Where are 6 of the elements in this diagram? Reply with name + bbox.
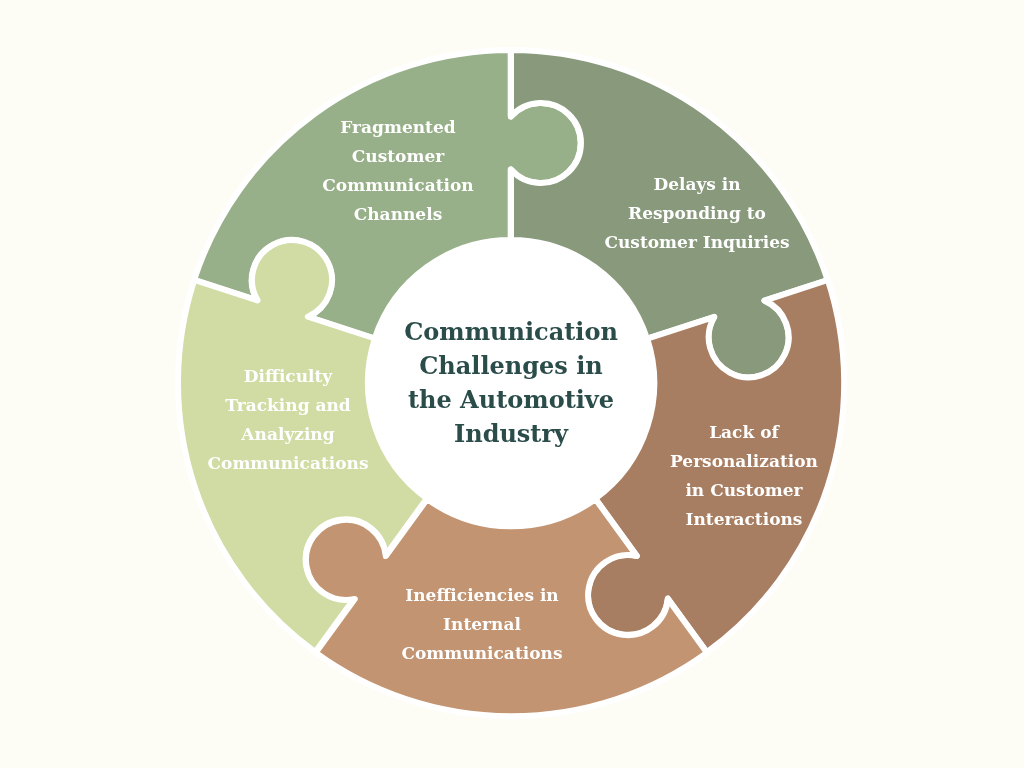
- center-title: Communication Challenges in the Automotive Industry: [403, 316, 619, 450]
- piece-label: Lack of Personalization in Customer Interactions: [669, 421, 819, 531]
- piece-label: Fragmented Customer Communication Channels: [321, 116, 475, 226]
- piece-label: Delays in Responding to Customer Inquiries: [603, 172, 791, 254]
- piece-label: Inefficiencies in Internal Communications: [400, 583, 564, 665]
- piece-label: Difficulty Tracking and Analyzing Communications: [206, 365, 370, 475]
